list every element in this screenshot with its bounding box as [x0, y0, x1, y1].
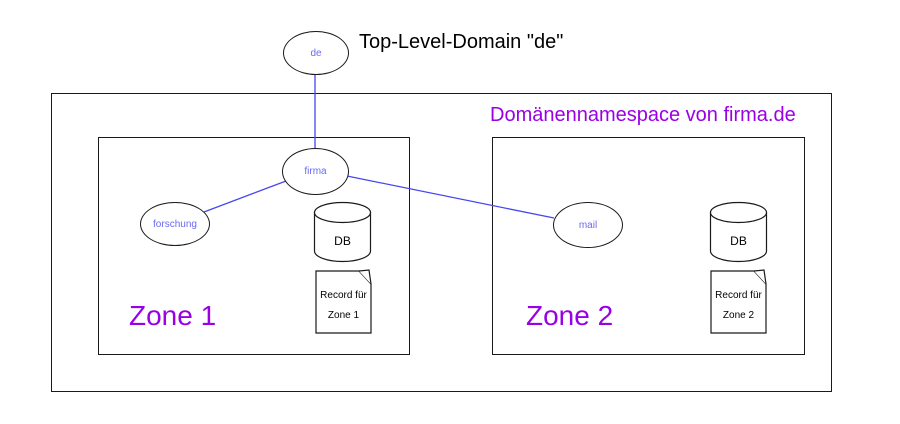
- zone2-label: Zone 2: [526, 300, 614, 331]
- zone1-box: [98, 137, 410, 355]
- zone1-db-label: DB: [334, 234, 351, 248]
- zone1-record-document-icon: Record für Zone 1: [315, 269, 372, 334]
- node-mail: mail: [553, 202, 623, 248]
- zone1-record-line1: Record für: [320, 290, 367, 301]
- node-forschung-label: forschung: [153, 218, 197, 230]
- zone1-label: Zone 1: [129, 300, 217, 331]
- zone2-record-line2: Zone 2: [722, 310, 755, 321]
- zone2-box: [492, 137, 805, 355]
- zone2-record-document-icon: Record für Zone 2: [710, 269, 767, 334]
- namespace-title: Domänennamespace von firma.de: [490, 104, 796, 126]
- node-de-label: de: [310, 47, 322, 59]
- zone2-record-line1: Record für: [715, 290, 762, 301]
- node-de: de: [283, 31, 349, 75]
- zone1-record-line2: Zone 1: [327, 310, 360, 321]
- zone1-record-label: Record für Zone 1: [315, 286, 372, 326]
- zone2-db-label: DB: [730, 234, 747, 248]
- top-level-domain-title: Top-Level-Domain "de": [359, 31, 564, 53]
- zone2-db-cylinder-icon: DB: [709, 201, 768, 263]
- node-forschung: forschung: [140, 202, 210, 246]
- node-firma: firma: [282, 148, 349, 195]
- node-firma-label: firma: [304, 166, 327, 177]
- namespace-box: [51, 93, 832, 392]
- zone2-record-label: Record für Zone 2: [710, 286, 767, 326]
- zone1-db-cylinder-icon: DB: [313, 201, 372, 263]
- node-mail-label: mail: [578, 219, 598, 231]
